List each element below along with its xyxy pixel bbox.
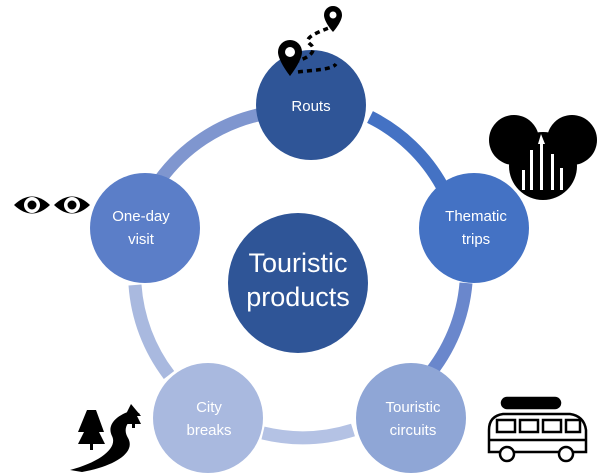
node-routs	[256, 50, 366, 160]
eyes-icon	[14, 196, 90, 214]
node-thematic-trips	[419, 173, 529, 283]
cycle-ring	[128, 108, 473, 445]
node-city-label-line1: City	[196, 399, 222, 416]
node-oneday-label-line1: One-day	[112, 208, 170, 225]
node-city-breaks	[153, 363, 263, 473]
node-city-label-line2: breaks	[186, 422, 231, 439]
ring-arc-city-oneday	[128, 284, 175, 379]
node-thematic-label-line1: Thematic	[445, 208, 507, 225]
mouse-ears-castle-icon	[489, 115, 597, 200]
map-pin-route-icon	[278, 6, 342, 76]
center-node	[228, 213, 368, 353]
node-one-day-visit	[90, 173, 200, 283]
node-thematic-label-line2: trips	[462, 231, 490, 248]
node-circuits-label-line2: circuits	[390, 422, 437, 439]
ring-arc-circuits-city	[261, 423, 355, 445]
ring-arc-routs-thematic	[367, 111, 448, 190]
center-label-line1: Touristic	[248, 248, 347, 278]
road-trees-icon	[70, 404, 141, 472]
ring-arc-thematic-circuits	[421, 282, 473, 382]
node-oneday-label-line2: visit	[128, 231, 155, 248]
camper-van-icon	[487, 396, 588, 463]
ring-arc-oneday-routs	[154, 108, 260, 184]
node-circuits-label-line1: Touristic	[385, 399, 441, 416]
node-touristic-circuits	[356, 363, 466, 473]
center-label-line2: products	[246, 282, 350, 312]
node-routs-label: Routs	[291, 98, 330, 115]
